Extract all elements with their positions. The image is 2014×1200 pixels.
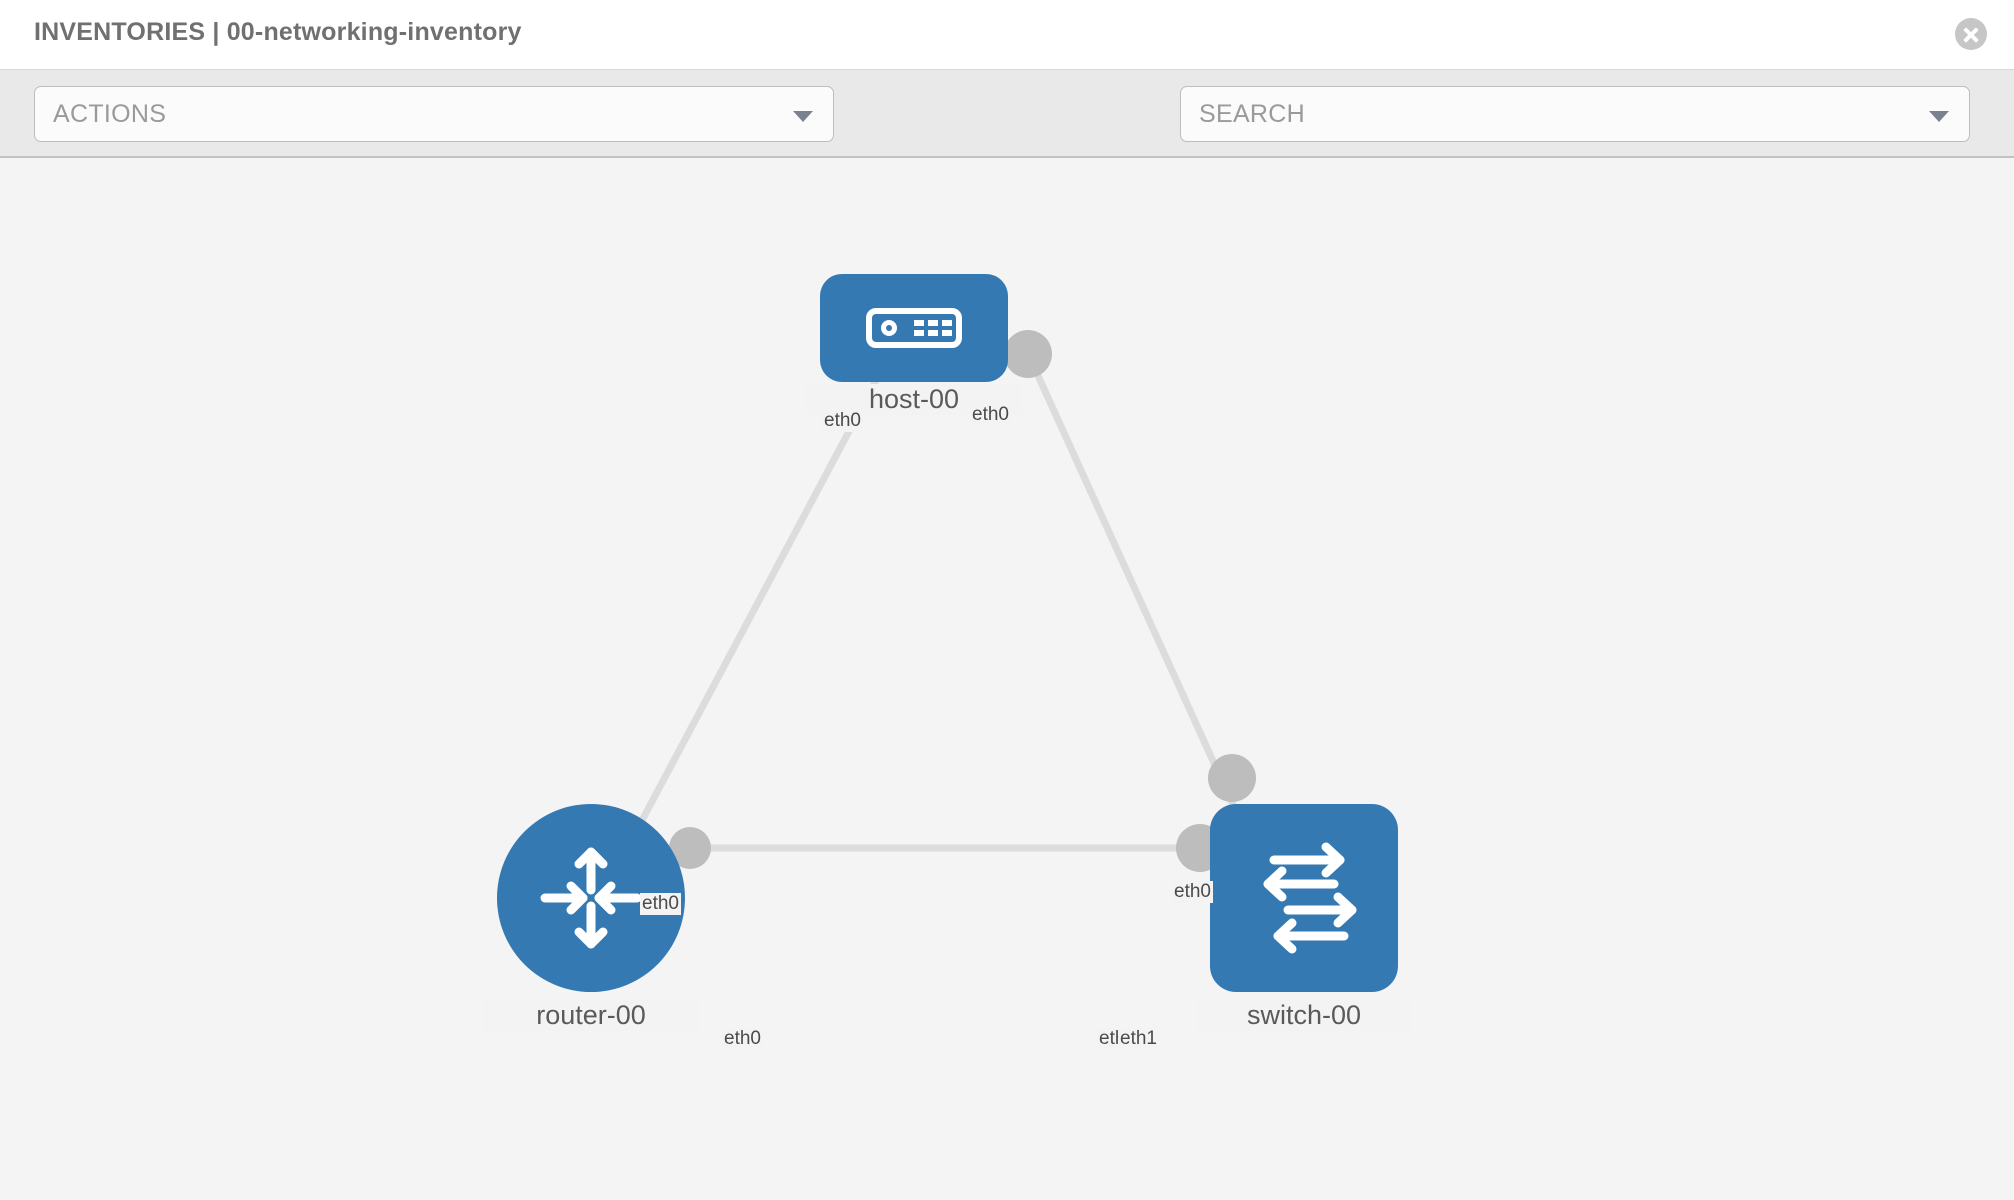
router-arrows-icon	[540, 847, 642, 949]
topology-canvas[interactable]: host-00 eth0 eth0 router-00 eth0 eth0	[0, 158, 2014, 1200]
connector-router-right	[669, 827, 711, 869]
header-bar: INVENTORIES | 00-networking-inventory	[0, 0, 2014, 70]
connector-switch-up	[1208, 754, 1256, 802]
node-switch-00-label: switch-00	[1196, 1000, 1412, 1031]
port-label-host-left: eth0	[822, 410, 863, 432]
node-router-00-label: router-00	[483, 1000, 699, 1031]
node-switch-00-shape[interactable]	[1210, 804, 1398, 992]
switch-arrows-icon	[1263, 842, 1357, 954]
port-label-host-right: eth0	[970, 404, 1011, 426]
port-label-router-right: eth0	[722, 1028, 763, 1050]
topology-edges	[618, 356, 1252, 860]
close-icon[interactable]	[1955, 18, 1987, 50]
toolbar: ACTIONS SEARCH	[0, 70, 2014, 199]
actions-dropdown-label: ACTIONS	[53, 100, 167, 128]
connector-host-right	[1004, 330, 1052, 378]
chevron-down-icon	[793, 111, 813, 122]
actions-dropdown[interactable]: ACTIONS	[34, 86, 834, 142]
port-label-switch-up: eth0	[1172, 881, 1213, 903]
page-title: INVENTORIES | 00-networking-inventory	[34, 18, 522, 46]
chevron-down-icon	[1929, 111, 1949, 122]
node-host-00-shape[interactable]	[820, 274, 1008, 382]
search-input-placeholder: SEARCH	[1199, 100, 1305, 128]
port-label-switch-left-b: eth1	[1118, 1028, 1159, 1050]
port-label-router-up: eth0	[640, 893, 681, 915]
node-host-00-label: host-00	[806, 384, 1022, 415]
edge-host-switch	[1026, 356, 1252, 840]
search-dropdown[interactable]: SEARCH	[1180, 86, 1970, 142]
server-device-icon	[866, 308, 962, 348]
edge-host-router	[618, 356, 892, 860]
